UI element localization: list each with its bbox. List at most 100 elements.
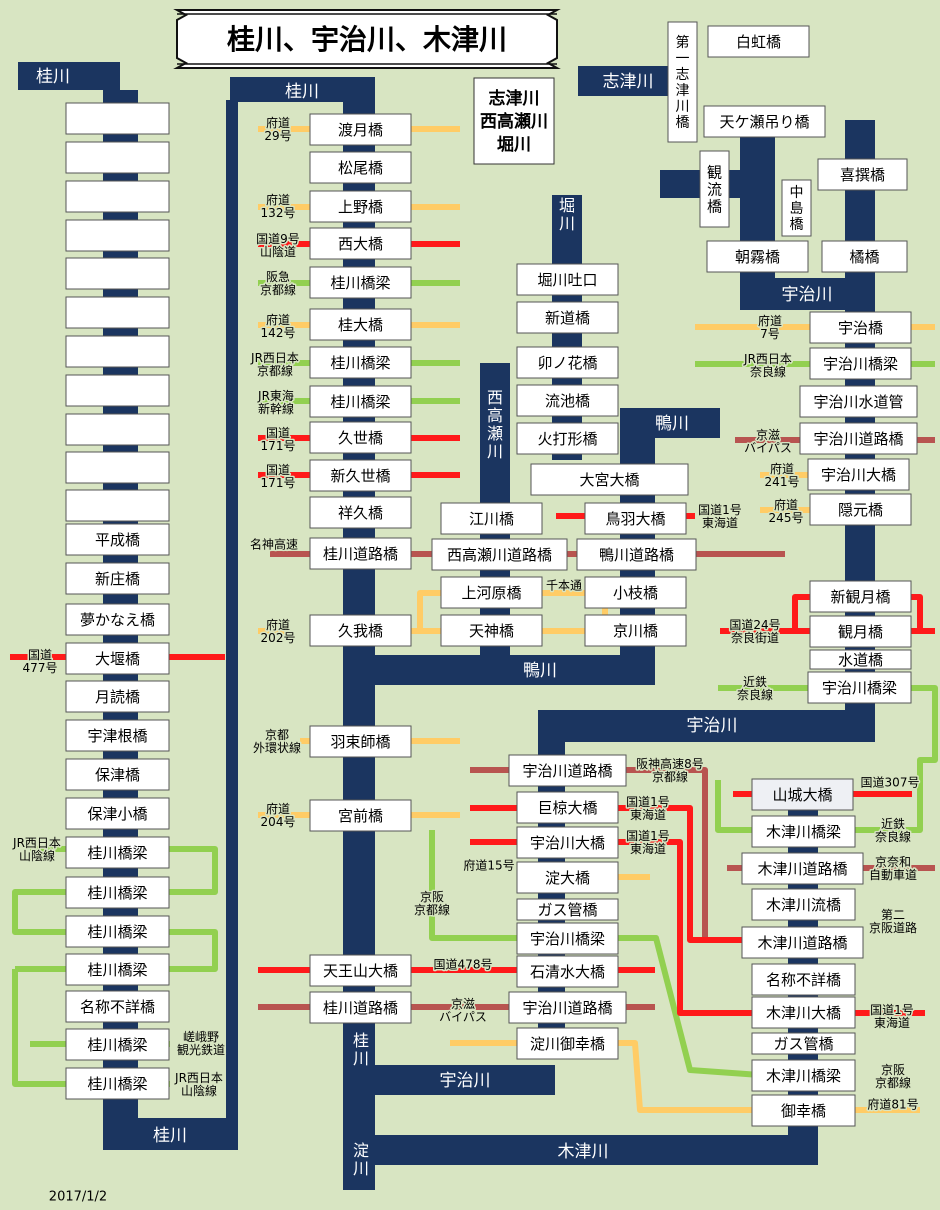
bridge-box-asagiri[interactable] <box>706 240 809 273</box>
bridge-box-c1_blank_1[interactable] <box>65 102 170 135</box>
bridge-box-daiichi_shizu[interactable] <box>667 21 698 143</box>
bridge-box-kisen[interactable] <box>817 158 908 191</box>
bridge-box-yodogawa_miyuki[interactable] <box>516 1027 619 1060</box>
bridge-box-horikawa_toguchi[interactable] <box>516 263 619 296</box>
bridge-box-kizu_oo[interactable] <box>751 996 856 1029</box>
bridge-box-gokou[interactable] <box>751 1094 856 1127</box>
bridge-box-iwashimizu[interactable] <box>516 955 619 988</box>
bridge-box-c1_blank_10[interactable] <box>65 451 170 484</box>
bridge-box-uji_doro_c3_1[interactable] <box>508 754 627 787</box>
bridge-box-heisei[interactable] <box>65 523 170 556</box>
bridge-box-hozu[interactable] <box>65 758 170 791</box>
bridge-box-c1_blank_3[interactable] <box>65 180 170 213</box>
bridge-box-tenjin[interactable] <box>440 614 543 647</box>
bridge-box-miyamae[interactable] <box>309 799 412 832</box>
bridge-box-c1_blank_4[interactable] <box>65 219 170 252</box>
bridge-box-yodo_oo[interactable] <box>516 861 619 894</box>
bridge-box-ingen[interactable] <box>809 493 912 526</box>
bridge-box-kyokawa[interactable] <box>584 614 687 647</box>
bridge-box-kizu_gas[interactable] <box>751 1032 856 1055</box>
bridge-box-shinjo[interactable] <box>65 562 170 595</box>
bridge-box-shokyu[interactable] <box>309 496 412 529</box>
bridge-label-c1_unknown: 名称不詳橋 <box>80 998 155 1016</box>
bridge-box-suido[interactable] <box>809 649 912 670</box>
bridge-box-c1_rail_5[interactable] <box>65 1028 170 1061</box>
bridge-box-uji[interactable] <box>809 311 912 344</box>
bridge-box-c1_rail_6[interactable] <box>65 1067 170 1100</box>
bridge-box-c2_rail_3[interactable] <box>309 385 412 418</box>
bridge-box-kizu_ryu[interactable] <box>751 888 856 921</box>
bridge-box-kuze[interactable] <box>309 421 412 454</box>
bridge-box-hiuchigata[interactable] <box>516 422 619 455</box>
bridge-box-kangetsu[interactable] <box>809 615 912 648</box>
bridge-box-c1_blank_5[interactable] <box>65 257 170 290</box>
bridge-box-c1_blank_2[interactable] <box>65 141 170 174</box>
bridge-box-koeda[interactable] <box>584 576 687 609</box>
bridge-box-c1_blank_9[interactable] <box>65 413 170 446</box>
bridge-box-c1_blank_7[interactable] <box>65 335 170 368</box>
bridge-box-c1_unknown[interactable] <box>65 990 170 1023</box>
bridge-box-hatsukashi[interactable] <box>309 725 412 758</box>
bridge-box-kizu_rail_1[interactable] <box>751 815 856 848</box>
bridge-box-uji_suido[interactable] <box>799 385 918 418</box>
bridge-box-koga[interactable] <box>309 614 412 647</box>
label-l_keinawa: 京奈和自動車道 <box>869 855 917 882</box>
bridge-box-kizu_rail_2[interactable] <box>751 1059 856 1092</box>
bridge-box-c1_rail_3[interactable] <box>65 915 170 948</box>
bridge-box-c1_blank_8[interactable] <box>65 374 170 407</box>
bridge-box-egawa[interactable] <box>440 502 543 535</box>
bridge-box-nishioo[interactable] <box>309 227 412 260</box>
bridge-box-yumekanae[interactable] <box>65 603 170 636</box>
bridge-box-uji_doro_r[interactable] <box>799 422 918 455</box>
bridge-label-uji_suido: 宇治川水道管 <box>813 393 903 411</box>
bridge-box-kizu_unknown[interactable] <box>751 963 856 996</box>
bridge-box-kizu_doro_2[interactable] <box>741 926 864 959</box>
bridge-box-hozuko[interactable] <box>65 797 170 830</box>
bridge-box-uji_rail_c3[interactable] <box>516 922 619 955</box>
bridge-box-c2_rail_2[interactable] <box>309 346 412 379</box>
bridge-label-c1_rail_1: 桂川橋梁 <box>87 844 147 862</box>
bridge-box-utsune[interactable] <box>65 719 170 752</box>
bridge-box-togetsu[interactable] <box>309 113 412 146</box>
bridge-box-uji_doro_c3_2[interactable] <box>508 991 627 1024</box>
bridge-box-c1_blank_6[interactable] <box>65 296 170 329</box>
bridge-box-c2_doro_2[interactable] <box>309 991 412 1024</box>
bridge-box-uji_rail_1[interactable] <box>809 347 912 380</box>
bridge-box-shinkangetsu[interactable] <box>809 580 912 613</box>
bridge-box-matsuo[interactable] <box>309 151 412 184</box>
bridge-box-gas_c3[interactable] <box>516 898 619 921</box>
bridge-box-kamo_doro[interactable] <box>576 538 697 571</box>
bridge-box-ueno[interactable] <box>309 190 412 223</box>
bridge-box-tennozan[interactable] <box>309 954 412 987</box>
bridge-box-katsura_oo[interactable] <box>309 308 412 341</box>
bridge-box-kanryu[interactable] <box>699 150 730 228</box>
bridge-box-oozeki[interactable] <box>65 642 170 675</box>
bridge-box-uji_oo_r[interactable] <box>807 458 910 491</box>
bridge-box-kizu_doro_1[interactable] <box>741 852 864 885</box>
bridge-label-katsura_oo: 桂大橋 <box>338 316 383 334</box>
bridge-box-nakajima[interactable] <box>781 179 812 237</box>
bridge-box-c1_rail_2[interactable] <box>65 876 170 909</box>
bridge-box-c1_blank_11[interactable] <box>65 489 170 522</box>
bridge-box-kamikawara[interactable] <box>440 576 543 609</box>
bridge-box-omiya_oo[interactable] <box>530 463 689 496</box>
bridge-box-shinkuze[interactable] <box>309 459 412 492</box>
bridge-box-uji_rail_2[interactable] <box>807 671 912 704</box>
bridge-box-ogura_oo[interactable] <box>516 791 619 824</box>
bridge-box-uji_oo_c3[interactable] <box>516 826 619 859</box>
bridge-box-nishitakase_doro[interactable] <box>431 538 568 571</box>
bridge-box-unohana[interactable] <box>516 346 619 379</box>
bridge-box-tsukuyomi[interactable] <box>65 680 170 713</box>
bridge-box-katsura_doro[interactable] <box>309 537 412 570</box>
bridge-box-c1_rail_4[interactable] <box>65 953 170 986</box>
bridge-box-shindo[interactable] <box>516 301 619 334</box>
bridge-box-c1_rail_1[interactable] <box>65 836 170 869</box>
bridge-box-amagase[interactable] <box>703 105 826 138</box>
bridge-box-c2_rail_1[interactable] <box>309 266 412 299</box>
bridge-box-toba_oo[interactable] <box>584 502 687 535</box>
bridge-box-yamashiro_oo[interactable] <box>751 778 854 811</box>
bridge-box-ryuchi[interactable] <box>516 384 619 417</box>
bridge-box-tachibana[interactable] <box>821 240 908 273</box>
bridge-box-hakko[interactable] <box>707 25 810 58</box>
